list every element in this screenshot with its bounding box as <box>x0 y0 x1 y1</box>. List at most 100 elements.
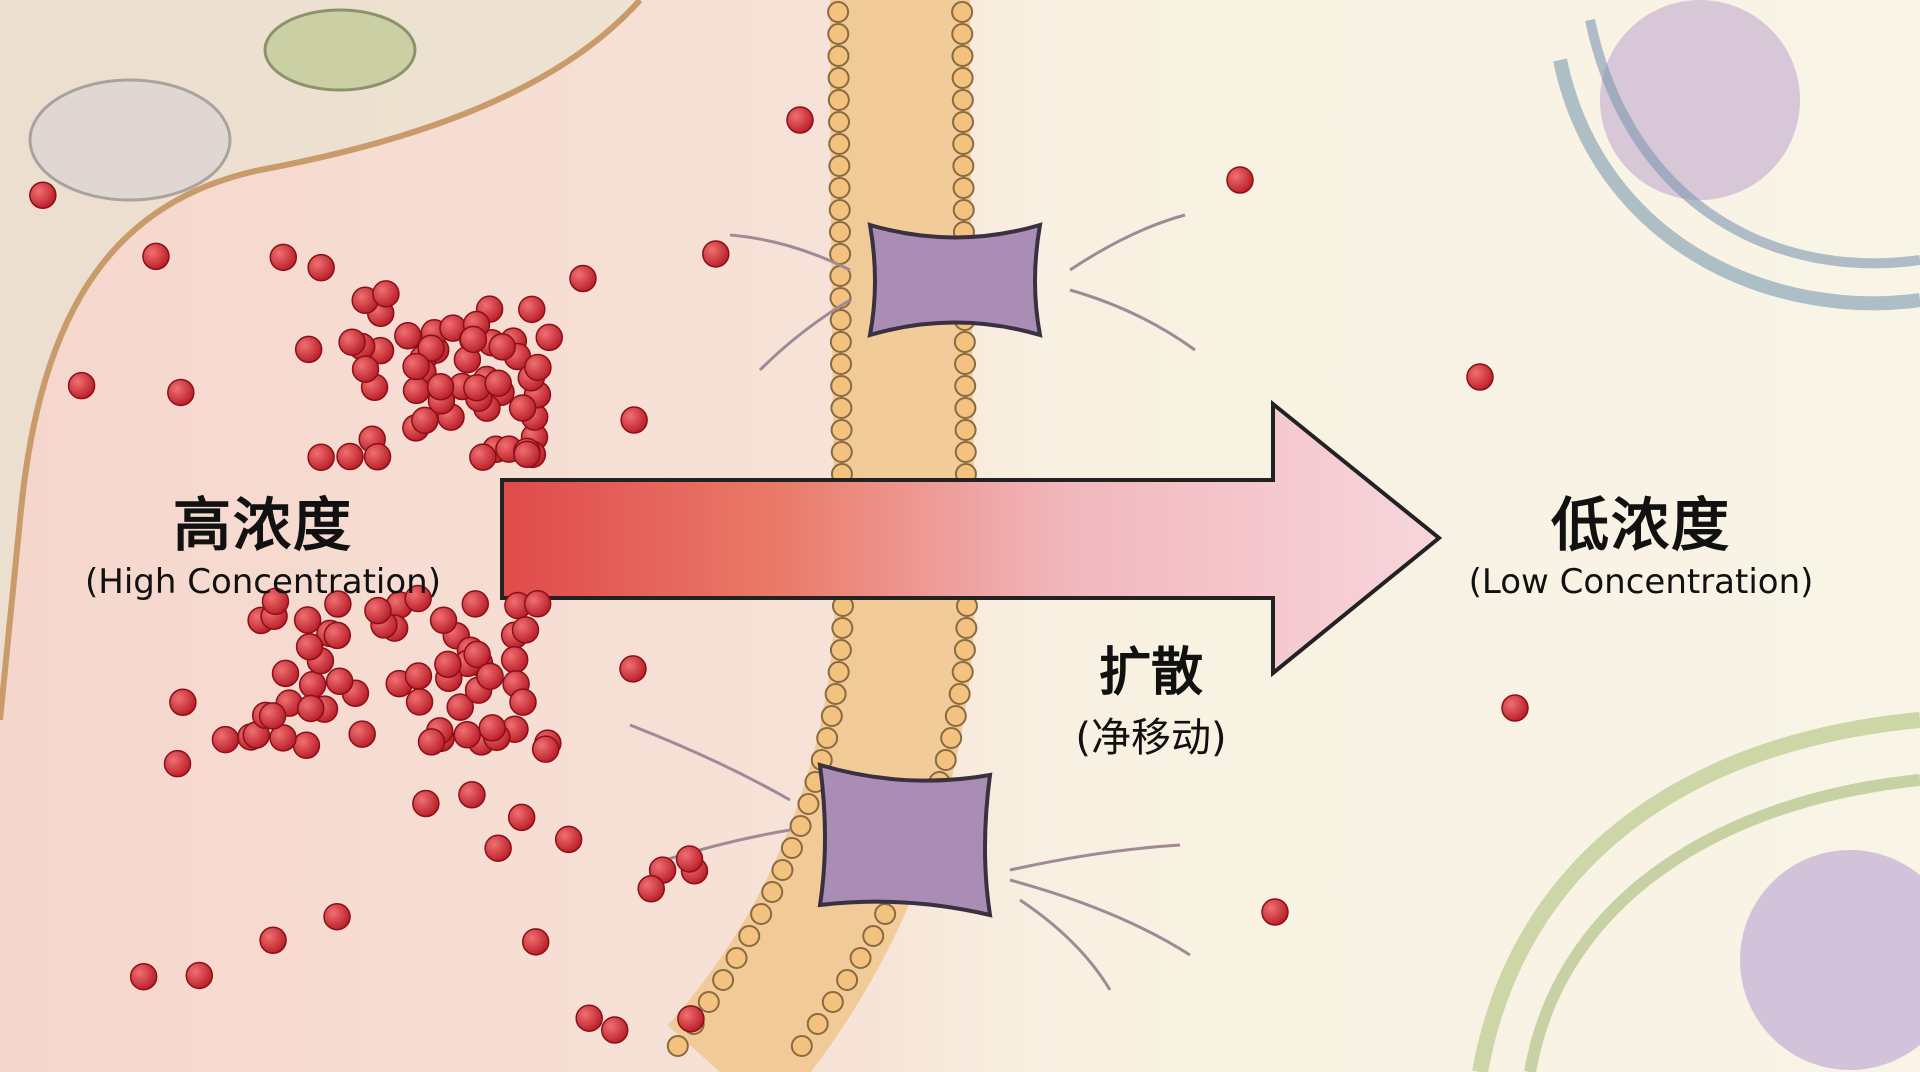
phospholipid-head <box>824 683 847 705</box>
solute-particle <box>511 616 540 644</box>
phospholipid-head <box>944 705 967 727</box>
solute-particle <box>521 928 550 956</box>
solute-particle <box>405 688 434 716</box>
phospholipid-head <box>712 969 735 991</box>
solute-particle <box>404 662 433 690</box>
phospholipid-head <box>952 177 975 199</box>
solute-particle <box>488 333 516 361</box>
nucleus-bottom <box>1740 850 1920 1070</box>
phospholipid-head <box>952 111 975 133</box>
solute-particle <box>575 1004 603 1032</box>
solute-particle <box>292 731 321 760</box>
solute-particle <box>67 371 96 400</box>
solute-particle <box>348 720 376 748</box>
solute-particle <box>500 645 529 674</box>
phospholipid-head <box>828 199 851 221</box>
channel-protein-top <box>867 222 1043 338</box>
cell-wall <box>0 0 643 721</box>
solute-particle <box>786 106 814 134</box>
solute-particle <box>259 926 287 955</box>
phospholipid-head <box>830 375 853 397</box>
phospholipid-head <box>828 111 851 133</box>
phospholipid-head <box>827 661 850 683</box>
diffusion-title: 扩散 <box>1098 643 1203 703</box>
solute-particle <box>261 587 290 616</box>
solute-particle <box>394 322 422 350</box>
low-concentration-label: 低浓度 (Low Concentration) <box>1469 478 1814 602</box>
solute-particle <box>307 443 335 472</box>
diffusion-subtitle: (净移动) <box>1075 715 1227 761</box>
phospholipid-head <box>955 617 978 639</box>
net-diffusion-arrow <box>500 399 1443 678</box>
phospholipid-head <box>849 947 872 969</box>
solute-particle <box>297 694 325 723</box>
solute-particle <box>293 606 322 634</box>
phospholipid-head <box>806 1013 829 1035</box>
phospholipid-head <box>827 1 850 23</box>
solute-particle <box>434 650 462 679</box>
er-top <box>1553 58 1920 311</box>
solute-particle <box>169 688 197 716</box>
solute-particle <box>508 394 537 422</box>
high-concentration-title: 高浓度 <box>172 491 354 559</box>
solute-particle <box>453 720 481 749</box>
solute-particle <box>675 845 704 873</box>
solute-particle <box>163 749 192 778</box>
phospholipid-head <box>789 815 812 837</box>
solute-particle <box>478 714 507 742</box>
solute-particle <box>484 369 512 397</box>
phospholipid-head <box>954 353 977 375</box>
solute-particle <box>535 323 563 352</box>
solute-particle <box>167 378 195 407</box>
solute-particle <box>269 243 298 272</box>
phospholipid-head <box>952 155 975 177</box>
phospholipid-head <box>940 727 963 749</box>
phospholipid-head <box>821 991 844 1013</box>
phospholipid-head <box>828 221 851 243</box>
phospholipid-head <box>771 859 794 881</box>
phospholipid-head <box>954 441 977 463</box>
phospholipid-head <box>829 309 852 331</box>
solute-particle <box>429 606 458 635</box>
solute-particle <box>29 181 57 209</box>
solute-particle <box>426 372 455 401</box>
phospholipid-head <box>948 683 971 705</box>
phospholipid-head <box>697 991 720 1013</box>
phospholipid-head <box>816 727 839 749</box>
phospholipid-head <box>830 397 853 419</box>
phospholipid-head <box>954 375 977 397</box>
phospholipid-head <box>828 155 851 177</box>
solute-particle <box>142 242 170 271</box>
solute-particle <box>600 1016 629 1044</box>
solute-particle <box>336 442 364 471</box>
solute-particle <box>324 590 352 618</box>
solute-particle <box>338 328 366 356</box>
phospholipid-head <box>953 331 976 353</box>
solute-particle <box>619 655 647 683</box>
solute-particle <box>295 633 324 661</box>
golgi <box>1472 712 1920 1072</box>
solute-particle <box>351 355 380 383</box>
phospholipid-head <box>954 419 977 441</box>
solute-particle <box>554 825 583 854</box>
phospholipid-head <box>750 903 773 925</box>
solute-particle <box>404 584 432 613</box>
phospholipid-head <box>874 903 897 925</box>
solute-particle <box>323 902 351 931</box>
solute-particle <box>702 240 730 268</box>
solute-particle <box>446 693 474 721</box>
solute-particle <box>484 834 512 862</box>
phospholipid-head <box>951 45 974 67</box>
golgi-inner <box>1524 774 1920 1072</box>
low-concentration-title: 低浓度 <box>1550 491 1732 559</box>
solute-particle <box>518 295 546 324</box>
solute-particle <box>507 803 536 832</box>
phospholipid-head <box>827 67 850 89</box>
phospholipid-head <box>829 639 852 661</box>
solute-particle <box>459 325 488 354</box>
solute-particle <box>513 440 541 469</box>
phospholipid-head <box>827 45 850 67</box>
phospholipid-head <box>836 969 859 991</box>
diffusion-arrows <box>629 213 1196 991</box>
